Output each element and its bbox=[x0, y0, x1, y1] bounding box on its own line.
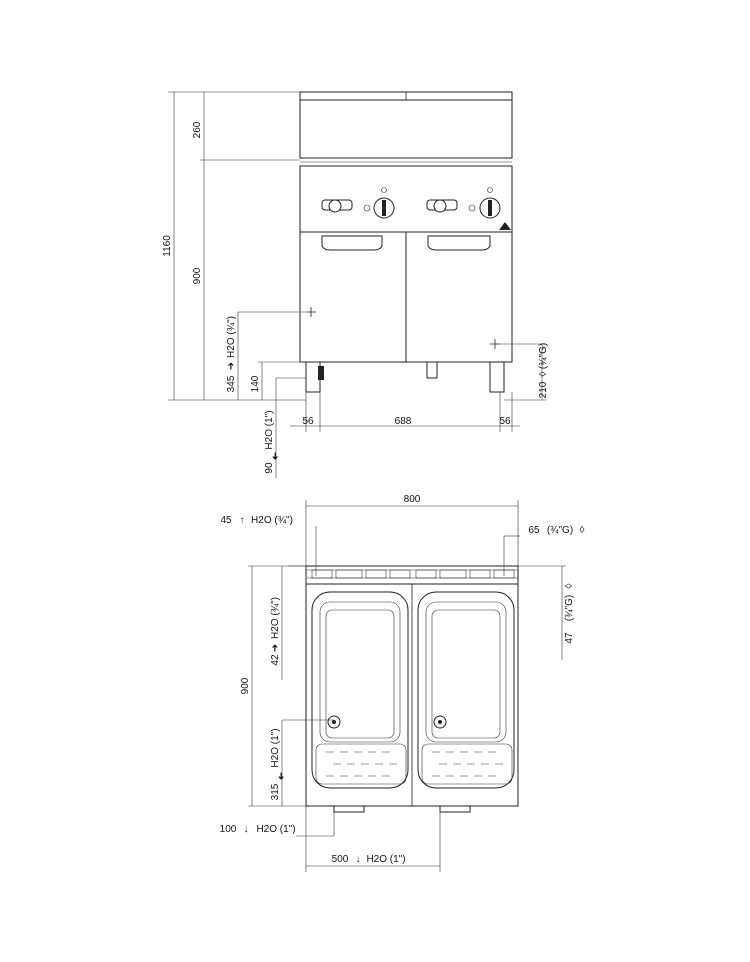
dim-gas-top: 65 bbox=[528, 525, 540, 536]
dim-overall-width: 800 bbox=[404, 494, 421, 505]
top-frame bbox=[305, 565, 519, 585]
dim-drain-label: H2O (1") bbox=[264, 410, 275, 449]
control-panel bbox=[299, 165, 513, 233]
dim-leg-height: 140 bbox=[250, 375, 261, 392]
cabinet-door-left bbox=[299, 231, 407, 363]
top-view bbox=[305, 565, 519, 813]
fryer-well-left bbox=[311, 591, 409, 789]
front-view bbox=[299, 91, 513, 393]
dim-water-inlet-top-label: H2O (¾") bbox=[251, 515, 293, 526]
dim-water-inlet-side: 42 bbox=[270, 654, 281, 666]
dim-inlet-label: H2O (¾") bbox=[226, 316, 237, 358]
drain-outlet bbox=[333, 805, 365, 813]
dim-drain-side-label: H2O (1") bbox=[270, 728, 281, 767]
basket-handle bbox=[427, 235, 491, 251]
dim-depth: 900 bbox=[240, 677, 251, 694]
dim-gas-label: (¾"G) bbox=[538, 343, 549, 369]
dim-side-left: 56 bbox=[302, 416, 314, 427]
leg bbox=[305, 361, 321, 393]
arrow-down-icon: ↓ bbox=[356, 854, 361, 865]
arrow-down-icon: ➜ bbox=[275, 772, 286, 780]
arrow-up-icon: ↑ bbox=[240, 515, 245, 526]
fryer-well-right bbox=[417, 591, 515, 789]
dim-side-right: 56 bbox=[499, 416, 511, 427]
arrow-down-icon: ↓ bbox=[244, 824, 249, 835]
dim-total-height: 1160 bbox=[162, 235, 173, 257]
dim-inlet-height: 345 bbox=[226, 375, 237, 392]
dim-drain-bottom-a-label: H2O (1") bbox=[256, 824, 295, 835]
arrow-down-icon: ➜ bbox=[269, 452, 280, 460]
gas-flame-icon: ◊ bbox=[580, 525, 585, 536]
dim-gas-side: 47 bbox=[564, 632, 575, 644]
dim-gas-side-label: (¾"G) bbox=[564, 595, 575, 621]
dim-drain-side: 315 bbox=[270, 783, 281, 800]
dim-cabinet-height: 900 bbox=[192, 267, 203, 284]
dim-width-between: 688 bbox=[395, 416, 412, 427]
thermostat-knob-icon bbox=[433, 199, 447, 213]
dim-gas-height: 210 bbox=[538, 381, 549, 398]
dim-top-section: 260 bbox=[192, 121, 203, 138]
basket-left bbox=[315, 743, 407, 785]
gas-flame-icon: ◊ bbox=[564, 583, 575, 588]
thermostat-knob-icon bbox=[328, 199, 342, 213]
dim-drain-bottom-b: 500 bbox=[332, 854, 349, 865]
dim-drain-bottom-a: 100 bbox=[220, 824, 237, 835]
front-dimensions: 1160 260 900 345 ➜ H2O (¾") 140 90 ➜ H2O… bbox=[162, 91, 549, 478]
arrow-up-icon: ➜ bbox=[270, 644, 281, 652]
dim-water-inlet-side-label: H2O (¾") bbox=[270, 597, 281, 639]
dim-drain-bottom-b-label: H2O (1") bbox=[366, 854, 405, 865]
warning-triangle-icon bbox=[499, 222, 511, 230]
top-backsplash bbox=[299, 99, 513, 159]
basket-handle bbox=[321, 235, 383, 251]
leg bbox=[489, 361, 505, 393]
arrow-up-icon: ➜ bbox=[226, 362, 237, 370]
basket-right bbox=[421, 743, 513, 785]
dim-water-inlet-top: 45 bbox=[220, 515, 232, 526]
gas-flame-icon: ◊ bbox=[538, 371, 549, 376]
cabinet-door-right bbox=[405, 231, 513, 363]
drain-outlet bbox=[439, 805, 471, 813]
dim-gas-top-label: (¾"G) bbox=[547, 525, 573, 536]
dim-drain-height: 90 bbox=[264, 462, 275, 474]
top-dimensions: 800 45 ↑ H2O (¾") 65 (¾"G) ◊ 900 42 ➜ H2… bbox=[220, 494, 585, 872]
